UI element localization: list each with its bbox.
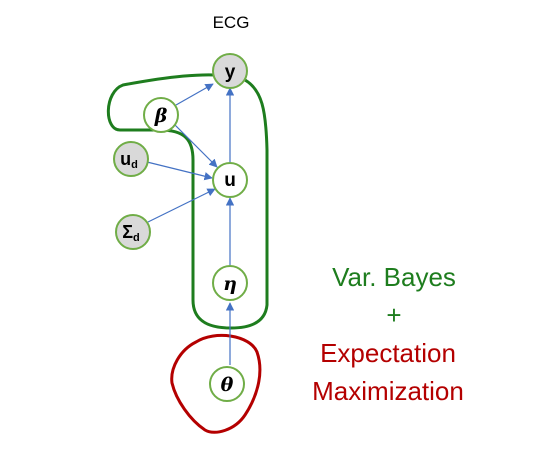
edge-sigmad-to-u <box>147 188 216 223</box>
edge-ud-to-u <box>146 161 213 181</box>
node-y-label: y <box>225 62 236 83</box>
node-sigma-d-label: Σ <box>122 222 133 242</box>
em-region <box>170 333 262 434</box>
node-u-d: ud <box>113 141 149 177</box>
node-u: u <box>212 162 248 198</box>
legend-plus: + <box>386 300 401 330</box>
edge-beta-to-y <box>175 83 214 106</box>
diagram-title: ECG <box>213 13 250 32</box>
legend-var-bayes: Var. Bayes <box>332 262 456 292</box>
node-theta: θ <box>209 366 245 402</box>
node-u-label: u <box>224 170 236 191</box>
node-y: y <box>212 53 248 89</box>
node-u-d-label: u <box>120 149 131 169</box>
svg-text:ud: ud <box>120 149 138 171</box>
node-sigma-d-subscript: d <box>133 232 140 244</box>
legend-maximization: Maximization <box>312 376 464 406</box>
edge-beta-to-u <box>173 123 218 168</box>
node-sigma-d: Σd <box>115 214 151 250</box>
node-beta-label: β <box>154 105 168 127</box>
node-beta: β <box>143 97 179 133</box>
legend-expectation: Expectation <box>320 338 456 368</box>
node-u-d-subscript: d <box>131 159 138 171</box>
node-eta: η <box>212 265 248 301</box>
node-theta-label: θ <box>221 374 234 396</box>
svg-text:Σd: Σd <box>122 222 140 244</box>
node-eta-label: η <box>223 273 237 295</box>
